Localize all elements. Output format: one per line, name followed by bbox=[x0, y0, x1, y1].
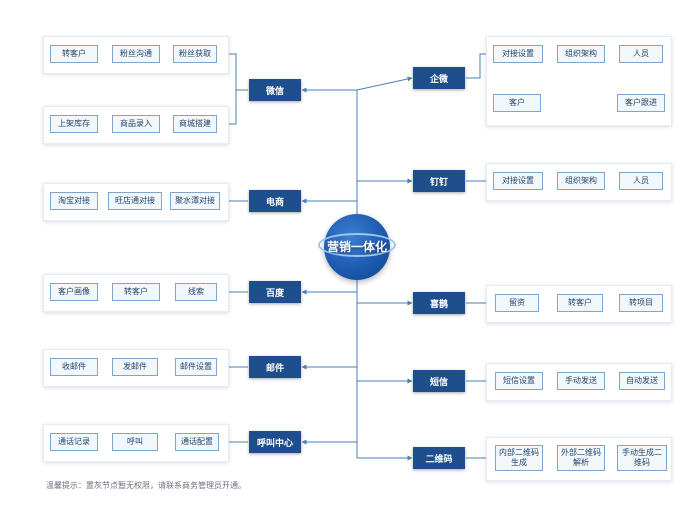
node-wecom-personnel[interactable]: 人员 bbox=[619, 45, 663, 63]
node-wechat-fan-communication[interactable]: 粉丝沟通 bbox=[112, 45, 160, 63]
category-wechat[interactable]: 微信 bbox=[249, 79, 301, 101]
node-callcenter-call[interactable]: 呼叫 bbox=[112, 433, 158, 451]
node-wecom-integration-settings[interactable]: 对接设置 bbox=[493, 45, 543, 63]
node-ecommerce-wangdiantong[interactable]: 旺店通对接 bbox=[108, 192, 162, 210]
category-mail[interactable]: 邮件 bbox=[249, 356, 301, 378]
node-wechat-mall-build[interactable]: 商城搭建 bbox=[173, 115, 217, 133]
node-xiquan-to-customer[interactable]: 转客户 bbox=[557, 294, 603, 312]
node-wecom-org-structure[interactable]: 组织架构 bbox=[557, 45, 605, 63]
category-baidu[interactable]: 百度 bbox=[249, 281, 301, 303]
category-xiquan[interactable]: 喜鹊 bbox=[413, 292, 465, 314]
node-wechat-fan-acquisition[interactable]: 粉丝获取 bbox=[173, 45, 217, 63]
node-wechat-to-customer[interactable]: 转客户 bbox=[50, 45, 98, 63]
node-callcenter-call-config[interactable]: 通话配置 bbox=[175, 433, 219, 451]
node-mail-receive[interactable]: 收邮件 bbox=[50, 358, 98, 376]
node-dingtalk-personnel[interactable]: 人员 bbox=[619, 172, 663, 190]
center-hub-label: 营销一体化 bbox=[326, 239, 387, 254]
center-hub-ring bbox=[318, 233, 396, 257]
category-callcenter[interactable]: 呼叫中心 bbox=[249, 431, 301, 453]
node-baidu-to-customer[interactable]: 转客户 bbox=[112, 283, 160, 301]
node-xiquan-lead-capture[interactable]: 留资 bbox=[495, 294, 539, 312]
node-wechat-product-entry[interactable]: 商品录入 bbox=[112, 115, 160, 133]
node-ecommerce-taobao[interactable]: 淘宝对接 bbox=[50, 192, 98, 210]
node-qrcode-internal-generate[interactable]: 内部二维码 生成 bbox=[495, 445, 543, 471]
category-wecom[interactable]: 企微 bbox=[413, 67, 465, 89]
node-wecom-customer[interactable]: 客户 bbox=[493, 94, 541, 112]
node-sms-settings[interactable]: 短信设置 bbox=[495, 372, 543, 390]
node-dingtalk-org-structure[interactable]: 组织架构 bbox=[557, 172, 605, 190]
category-dingtalk[interactable]: 钉钉 bbox=[413, 170, 465, 192]
node-sms-auto-send[interactable]: 自动发送 bbox=[619, 372, 665, 390]
category-ecommerce[interactable]: 电商 bbox=[249, 190, 301, 212]
node-qrcode-manual-generate[interactable]: 手动生成二 维码 bbox=[617, 445, 667, 471]
node-wechat-shelf-inventory[interactable]: 上架库存 bbox=[50, 115, 98, 133]
node-wecom-customer-followup[interactable]: 客户跟进 bbox=[617, 94, 665, 112]
node-mail-settings[interactable]: 邮件设置 bbox=[175, 358, 217, 376]
node-callcenter-call-log[interactable]: 通话记录 bbox=[50, 433, 98, 451]
node-mail-send[interactable]: 发邮件 bbox=[112, 358, 158, 376]
node-ecommerce-jushuitan[interactable]: 聚水潭对接 bbox=[170, 192, 220, 210]
node-dingtalk-integration-settings[interactable]: 对接设置 bbox=[493, 172, 543, 190]
node-xiquan-to-project[interactable]: 转项目 bbox=[619, 294, 663, 312]
node-baidu-customer-profile[interactable]: 客户画像 bbox=[50, 283, 98, 301]
node-sms-manual-send[interactable]: 手动发送 bbox=[557, 372, 605, 390]
node-qrcode-external-parse[interactable]: 外部二维码 解析 bbox=[557, 445, 605, 471]
node-baidu-lead[interactable]: 线索 bbox=[175, 283, 217, 301]
footnote: 温馨提示：置灰节点暂无权限，请联系商务管理员开通。 bbox=[46, 481, 246, 490]
category-qrcode[interactable]: 二维码 bbox=[413, 447, 465, 469]
category-sms[interactable]: 短信 bbox=[413, 370, 465, 392]
